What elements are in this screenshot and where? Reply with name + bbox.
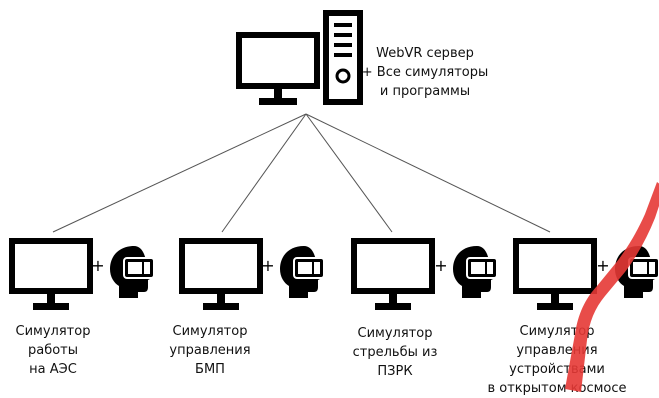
sim-3-monitor-icon xyxy=(513,238,597,310)
connector-line-sim-3 xyxy=(305,113,551,233)
connector-line-sim-2 xyxy=(305,113,393,233)
sim-2-plus: + xyxy=(434,256,447,275)
sim-1-monitor-icon xyxy=(179,238,263,310)
sim-0-vr-headset-icon xyxy=(110,246,155,298)
sim-3-label: Симулятор управления устройствами в откр… xyxy=(487,324,627,396)
sim-2-monitor-icon xyxy=(351,238,435,310)
sim-0-label: Симулятор работы на АЭС xyxy=(15,324,91,377)
server-monitor-icon xyxy=(236,32,320,105)
connector-line-sim-0 xyxy=(52,113,307,233)
sim-3-plus: + xyxy=(596,256,609,275)
server-tower-icon xyxy=(323,10,363,105)
sim-2-vr-headset-icon xyxy=(453,246,498,298)
sim-2-label: Симулятор стрельбы из ПЗРК xyxy=(352,326,438,379)
sim-0-monitor-icon xyxy=(9,238,93,310)
sim-1-label: Симулятор управления БМП xyxy=(169,324,251,377)
sim-1-plus: + xyxy=(261,256,274,275)
connector-line-sim-1 xyxy=(221,113,307,233)
sim-3-vr-headset-icon xyxy=(615,246,659,298)
sim-1-vr-headset-icon xyxy=(280,246,325,298)
server-label: WebVR сервер + Все симуляторы и программ… xyxy=(361,46,489,99)
connector-lines xyxy=(52,113,551,233)
sim-0-plus: + xyxy=(91,256,104,275)
